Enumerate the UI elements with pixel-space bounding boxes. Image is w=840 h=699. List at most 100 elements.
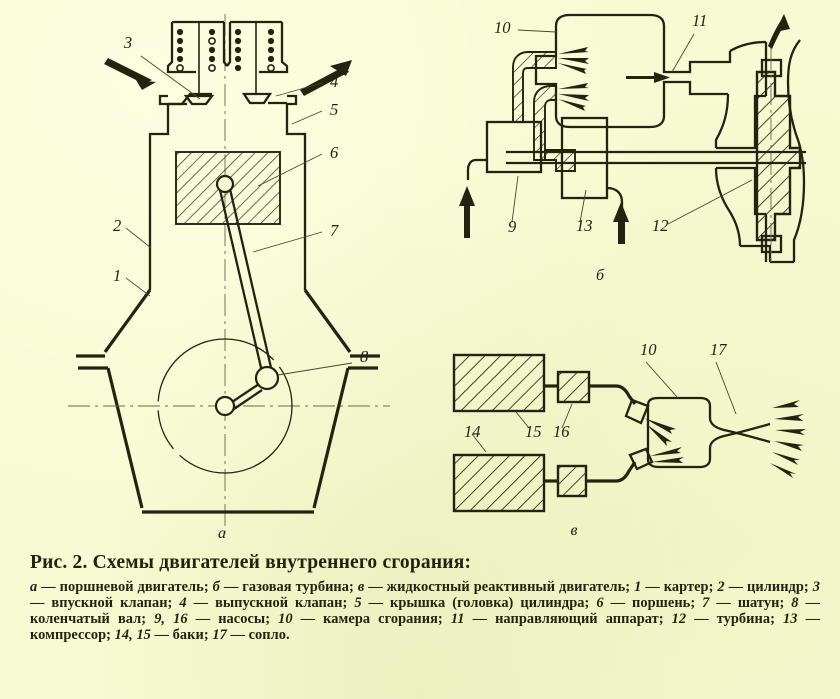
leader-12: [667, 179, 753, 225]
legend-text: — сопло.: [226, 626, 290, 643]
callout-10-b: 10: [494, 18, 511, 37]
turbine-rotor-disc: [755, 70, 802, 242]
leader-8: [277, 362, 353, 376]
callout-7: 7: [330, 221, 339, 240]
intake-valve-head: [183, 94, 215, 106]
panel-a-callouts: 3 4 5 6 7 2 1 8: [113, 33, 369, 376]
caption-legend: а — поршневой двигатель; б — газовая тур…: [30, 579, 821, 644]
legend-text: — выпускной клапан;: [186, 594, 355, 611]
legend-key: а: [30, 579, 38, 595]
chamber-upper-wall: [646, 396, 771, 444]
legend-text: — впускной клапан;: [30, 594, 180, 611]
legend-text: — компрессор;: [30, 610, 821, 643]
panel-v-callouts: 14 15 16 10 17: [464, 340, 737, 453]
legend-key: б: [212, 579, 220, 595]
crank-circle: [157, 338, 293, 474]
exhaust-valve-head: [241, 92, 273, 105]
turbine-base-left: [740, 244, 772, 262]
legend-key: 5: [354, 594, 362, 611]
legend-key: в: [357, 579, 365, 595]
callout-3: 3: [123, 33, 132, 52]
legend-key: 2: [717, 579, 725, 595]
burner-flame-arrows: [558, 47, 589, 111]
legend-key: 11: [450, 610, 465, 627]
main-shaft: [506, 150, 806, 165]
figure-diagrams: 3 4 5 6 7 2 1 8 а: [68, 11, 806, 542]
callout-10-v: 10: [640, 340, 657, 359]
callout-13: 13: [576, 216, 593, 235]
legend-key: 8: [791, 594, 799, 611]
legend-key: 4: [179, 594, 187, 611]
legend-key: 14, 15: [114, 626, 151, 643]
crankcase-lower-left: [106, 367, 144, 509]
callout-4: 4: [330, 72, 338, 91]
legend-key: 12: [671, 610, 687, 627]
callout-17: 17: [710, 340, 727, 359]
legend-text: — коленчатый вал;: [30, 594, 820, 627]
legend-text: — картер;: [641, 579, 718, 595]
chamber-lower-wall: [646, 422, 771, 469]
pump-inlet-arrow: [459, 186, 475, 238]
exhaust-plume-arrows: [770, 400, 806, 478]
leader-15: [515, 411, 530, 429]
intake-flow-arrow: [104, 58, 156, 90]
callout-1: 1: [113, 266, 121, 285]
panel-b-callouts: 10 11 9 13 12: [494, 11, 753, 236]
legend-text: — жидкостный реактивный двигатель;: [364, 579, 635, 595]
legend-text: — направляющий аппарат;: [464, 610, 672, 627]
legend-key: 7: [702, 594, 710, 611]
leader-10-b: [517, 29, 557, 33]
legend-key: 13: [783, 610, 798, 627]
leader-14: [471, 433, 487, 453]
leader-10-v: [645, 361, 679, 399]
pump-upper: [556, 370, 591, 404]
casing-upper-lip: [729, 40, 767, 52]
crank-web-a: [231, 383, 260, 403]
callout-6: 6: [330, 143, 339, 162]
compressor-inlet-arrow: [613, 202, 629, 244]
legend-text: — шатун;: [709, 594, 792, 611]
rotor-stub-bottom: [760, 234, 783, 254]
callout-12: 12: [652, 216, 669, 235]
exhaust-spring-coils: [234, 28, 275, 72]
legend-text: — крышка (головка) цилиндра;: [361, 594, 597, 611]
conrod-edge-right: [228, 188, 274, 373]
legend-text: — камера сгорания;: [292, 610, 451, 627]
combustor-outer-upper: [554, 13, 732, 74]
valve-train-group: [166, 20, 289, 106]
crankshaft-main-journal: [214, 395, 236, 417]
rotor-stub-top: [760, 58, 783, 78]
legend-key: 17: [212, 626, 227, 643]
panel-letter-v: в: [571, 522, 578, 539]
exhaust-spring-seat-right: [259, 22, 289, 74]
panel-a-piston-engine: 3 4 5 6 7 2 1 8 а: [68, 14, 390, 542]
panel-letter-a: а: [218, 525, 226, 542]
crankcase-upper-right: [303, 289, 352, 353]
fuel-pipe-upper: [512, 51, 557, 123]
exhaust-cone-lower: [714, 167, 742, 247]
leader-9: [511, 175, 519, 223]
feed-line-to-injector-upper: [589, 384, 637, 405]
feed-line-to-injector-lower: [586, 461, 637, 483]
crankcase-lower-right: [312, 367, 350, 509]
panel-v-rocket-engine: 14 15 16 10 17 в: [452, 340, 806, 539]
legend-key: 1: [634, 579, 642, 595]
legend-text: — поршень;: [603, 594, 703, 611]
leader-6: [257, 153, 323, 187]
intake-spring-seat-right: [222, 22, 228, 67]
leader-13: [579, 189, 587, 223]
leader-11: [671, 33, 695, 73]
conrod-edge-left: [218, 189, 264, 373]
leader-7: [252, 231, 323, 253]
panel-b-gas-turbine: 10 11 9 13 12 б: [459, 11, 806, 284]
leader-5: [291, 110, 323, 125]
pump-inlet-pipe: [466, 158, 487, 180]
compressor-delivery-duct: [544, 149, 576, 172]
callout-14: 14: [464, 422, 481, 441]
piston-pin: [215, 174, 235, 194]
caption-title: Рис. 2. Схемы двигателей внутреннего сго…: [30, 552, 472, 573]
legend-key: 10: [278, 610, 293, 627]
leader-16: [561, 403, 573, 429]
callout-8: 8: [360, 347, 369, 366]
